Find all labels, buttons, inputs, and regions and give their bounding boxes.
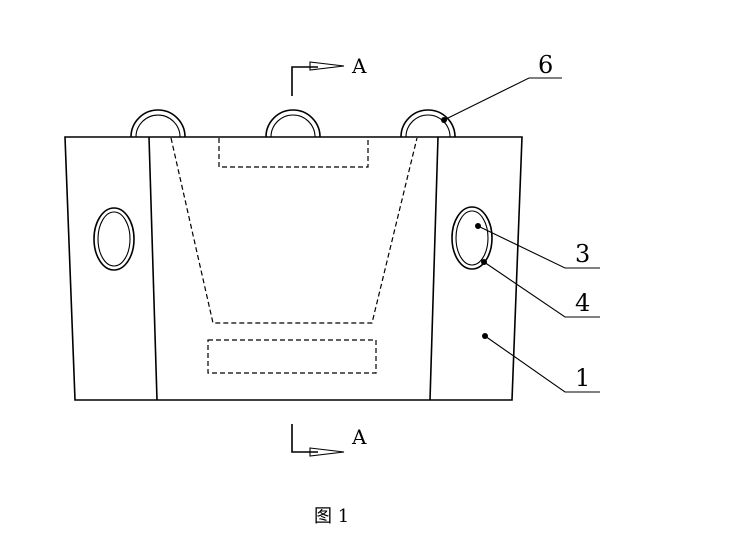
side-holes <box>93 206 493 271</box>
section-label-bottom: A <box>351 425 367 449</box>
hidden-features <box>170 137 418 374</box>
callout-1-label: 1 <box>575 364 590 392</box>
callout-6-label: 6 <box>538 51 553 79</box>
callout-4-label: 4 <box>575 289 590 317</box>
callout-3-label: 3 <box>575 240 590 268</box>
lifting-lugs <box>130 109 456 138</box>
leader-lines <box>441 77 600 393</box>
figure-caption: 图 1 <box>314 506 349 527</box>
section-marker-top: A <box>291 54 367 96</box>
section-marker-bottom: A <box>291 424 367 457</box>
section-label-top: A <box>351 54 367 78</box>
block-body <box>64 136 523 401</box>
